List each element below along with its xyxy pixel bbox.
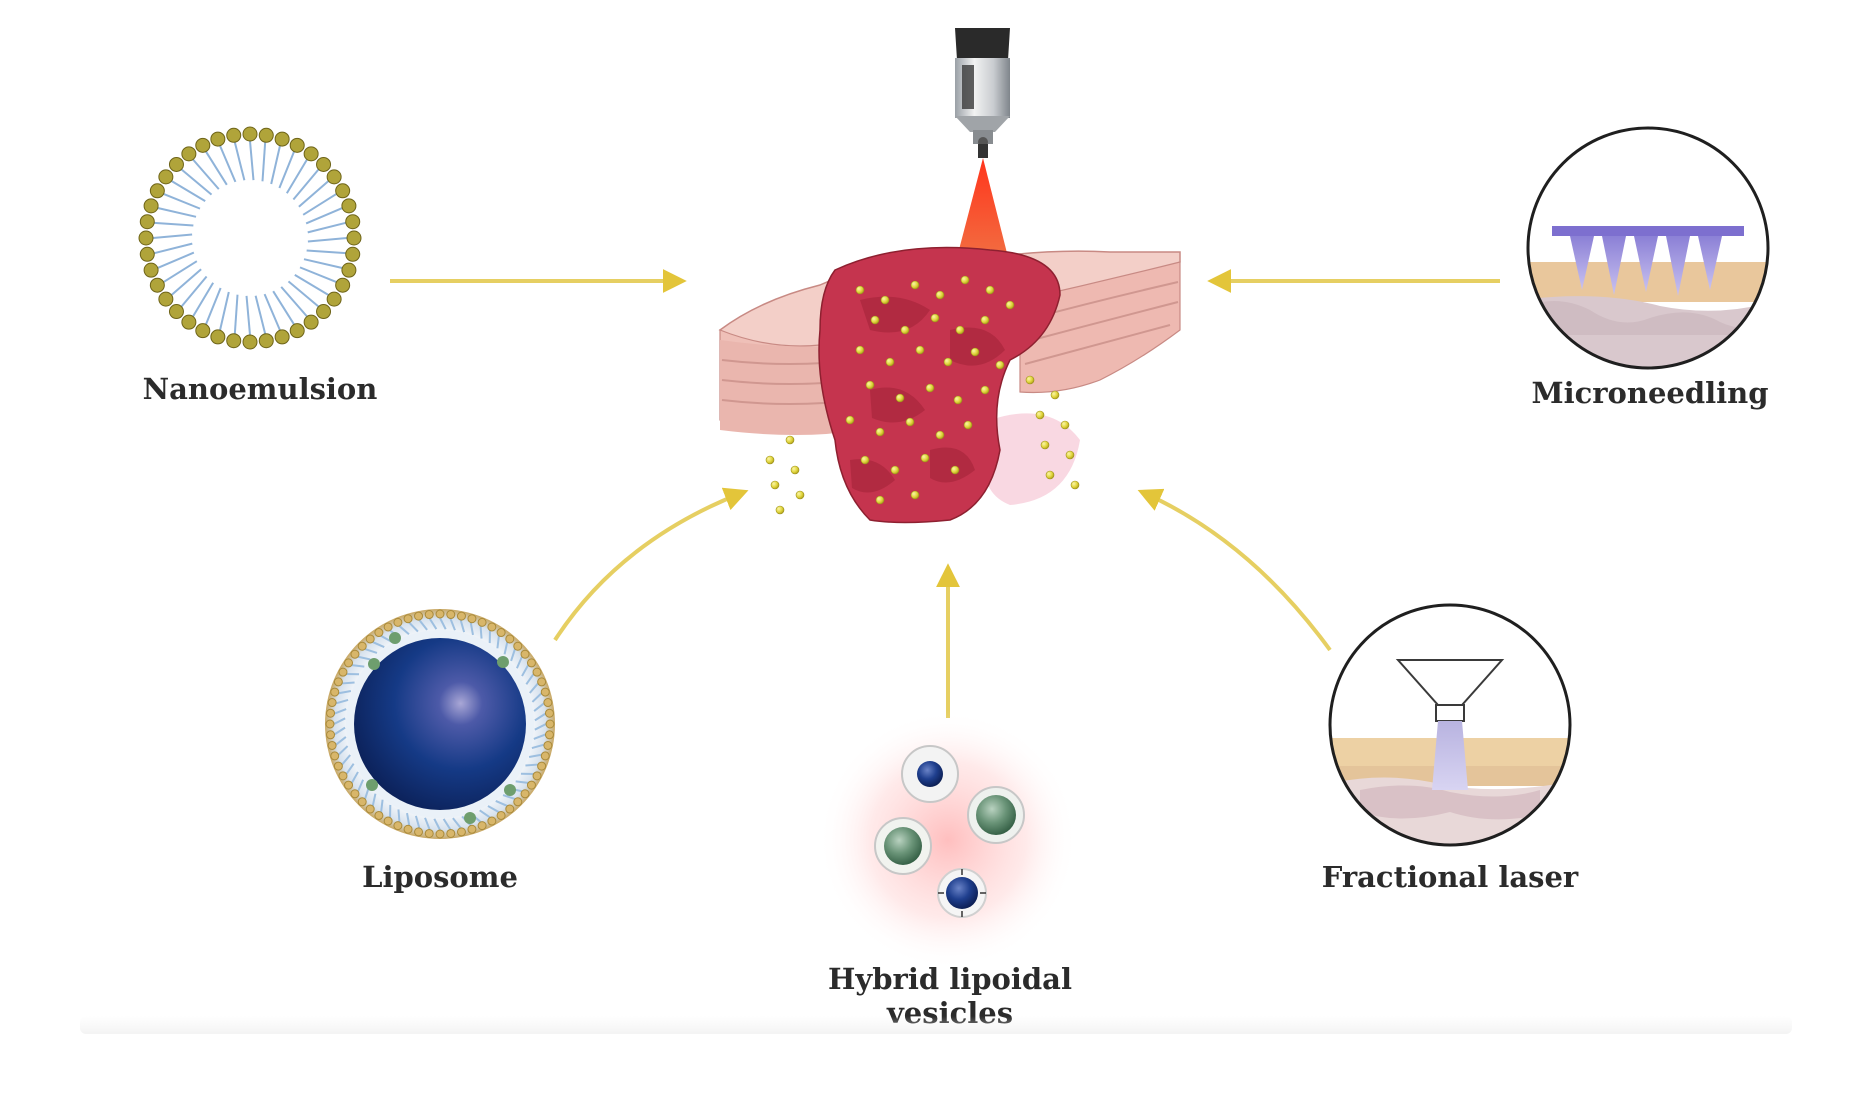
microneedling-icon: [1520, 128, 1780, 380]
hybrid-vesicles-icon: [818, 710, 1078, 970]
fractional-laser-icon: [1320, 605, 1580, 860]
bottom-fade: [80, 1016, 1792, 1034]
arrow-liposome: [555, 492, 744, 640]
laser-device-icon: [955, 28, 1010, 158]
label-hybrid-line1: Hybrid lipoidal: [780, 962, 1120, 996]
liposome-icon: [325, 609, 555, 839]
label-liposome: Liposome: [300, 860, 580, 894]
skin-lesion-icon: [720, 248, 1180, 523]
label-nanoemulsion: Nanoemulsion: [120, 372, 400, 406]
arrow-fractional-laser: [1142, 492, 1330, 650]
label-fractional-laser: Fractional laser: [1300, 860, 1600, 894]
label-microneedling: Microneedling: [1500, 376, 1800, 410]
nanoemulsion-icon: [138, 126, 362, 350]
